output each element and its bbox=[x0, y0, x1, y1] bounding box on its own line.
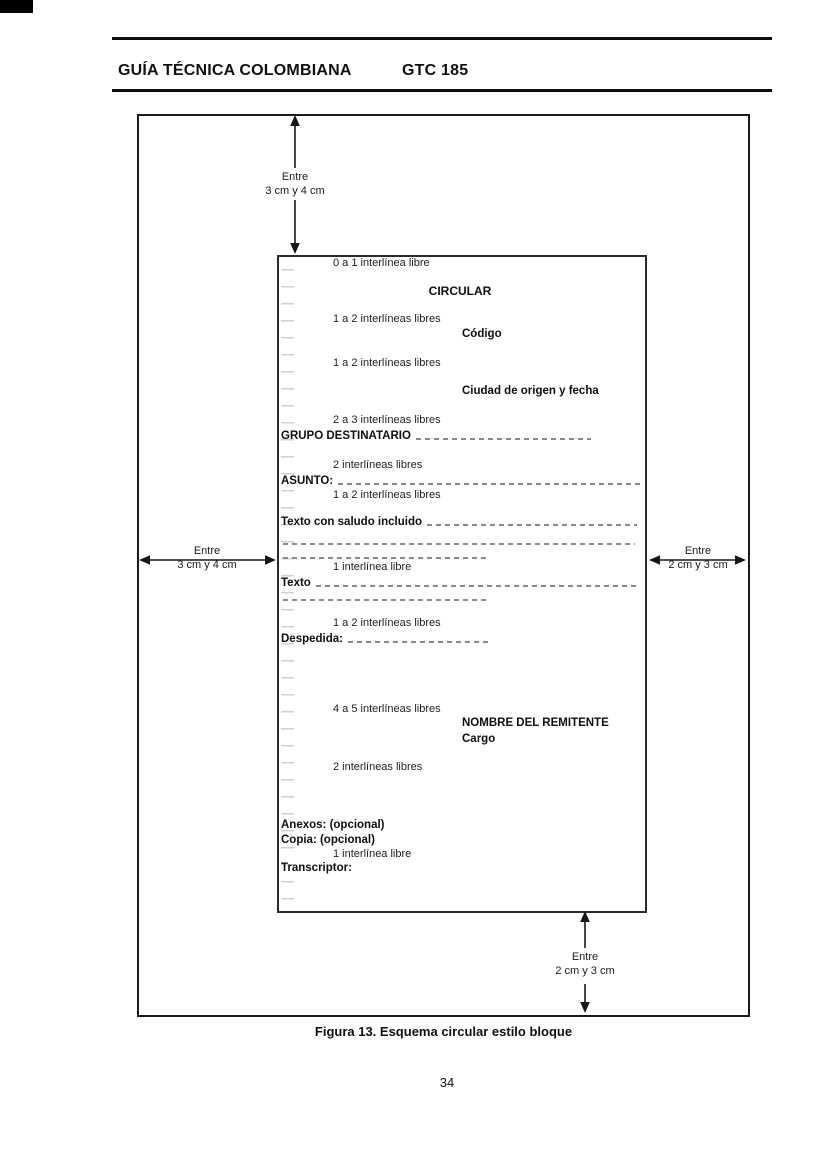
despedida-dashed-line bbox=[348, 641, 490, 643]
bottom-margin-label-line2: 2 cm y 3 cm bbox=[555, 965, 615, 977]
bottom-margin-label-line1: Entre bbox=[571, 951, 599, 963]
schema-spacing-10: 1 interlínea libre bbox=[333, 848, 412, 860]
schema-spacing-4: 2 interlíneas libres bbox=[333, 459, 423, 471]
texto-dashed-line bbox=[315, 585, 637, 587]
scan-artifact-block bbox=[0, 0, 33, 13]
header-code: GTC 185 bbox=[402, 62, 469, 79]
schema-despedida-row: Despedida: bbox=[281, 633, 490, 645]
schema-grupo-row: GRUPO DESTINATARIO bbox=[281, 430, 591, 442]
schema-despedida-label: Despedida: bbox=[281, 633, 343, 645]
text-dashed-line-short-1 bbox=[283, 557, 490, 559]
header-title: GUÍA TÉCNICA COLOMBIANA bbox=[118, 62, 352, 79]
page-boundary-box bbox=[137, 114, 750, 1017]
page-number: 34 bbox=[439, 1075, 455, 1090]
schema-texto-row: Texto bbox=[281, 577, 637, 589]
schema-remitente: NOMBRE DEL REMITENTE bbox=[462, 717, 609, 729]
schema-cargo: Cargo bbox=[462, 733, 496, 745]
schema-spacing-9: 2 interlíneas libres bbox=[333, 761, 423, 773]
schema-asunto-label: ASUNTO: bbox=[281, 475, 334, 487]
saludo-dashed-line bbox=[427, 524, 637, 526]
schema-title: CIRCULAR bbox=[428, 284, 492, 298]
schema-spacing-5: 1 a 2 interlíneas libres bbox=[333, 489, 441, 501]
grupo-dashed-line bbox=[415, 438, 591, 440]
schema-codigo: Código bbox=[462, 328, 502, 340]
left-margin-label-line2: 3 cm y 4 cm bbox=[177, 559, 237, 571]
schema-transcriptor: Transcriptor: bbox=[281, 862, 352, 874]
schema-spacing-8: 4 a 5 interlíneas libres bbox=[333, 703, 441, 715]
header-bottom-rule bbox=[112, 89, 772, 92]
schema-spacing-6: 1 interlínea libre bbox=[333, 561, 412, 573]
schema-spacing-3: 2 a 3 interlíneas libres bbox=[333, 414, 441, 426]
asunto-dashed-line bbox=[338, 483, 643, 485]
schema-spacing-2: 1 a 2 interlíneas libres bbox=[333, 357, 441, 369]
text-dashed-line-short-2 bbox=[283, 599, 490, 601]
top-margin-label-line1: Entre bbox=[281, 171, 309, 183]
top-margin-label-line2: 3 cm y 4 cm bbox=[265, 185, 325, 197]
schema-anexos: Anexos: (opcional) bbox=[281, 819, 385, 831]
schema-ciudad: Ciudad de origen y fecha bbox=[462, 385, 599, 397]
schema-spacing-7: 1 a 2 interlíneas libres bbox=[333, 617, 441, 629]
line-guide-ticks bbox=[281, 269, 294, 905]
schema-saludo-row: Texto con saludo incluido bbox=[281, 516, 637, 528]
schema-copia: Copia: (opcional) bbox=[281, 834, 375, 846]
top-margin-label: Entre 3 cm y 4 cm bbox=[245, 170, 345, 198]
schema-note-top: 0 a 1 interlínea libre bbox=[333, 257, 430, 269]
text-dashed-line-full bbox=[283, 543, 635, 545]
right-margin-label: Entre 2 cm y 3 cm bbox=[648, 544, 748, 572]
schema-texto-label: Texto bbox=[281, 577, 311, 589]
header-top-rule bbox=[112, 37, 772, 40]
right-margin-label-line2: 2 cm y 3 cm bbox=[668, 559, 728, 571]
right-margin-label-line1: Entre bbox=[684, 545, 712, 557]
left-margin-label: Entre 3 cm y 4 cm bbox=[157, 544, 257, 572]
schema-spacing-1: 1 a 2 interlíneas libres bbox=[333, 313, 441, 325]
document-body-box bbox=[277, 255, 647, 913]
schema-saludo-label: Texto con saludo incluido bbox=[281, 516, 422, 528]
figure-caption: Figura 13. Esquema circular estilo bloqu… bbox=[314, 1024, 573, 1039]
schema-grupo-label: GRUPO DESTINATARIO bbox=[281, 430, 411, 442]
left-margin-label-line1: Entre bbox=[193, 545, 221, 557]
bottom-margin-label: Entre 2 cm y 3 cm bbox=[535, 950, 635, 978]
schema-asunto-row: ASUNTO: bbox=[281, 475, 643, 487]
